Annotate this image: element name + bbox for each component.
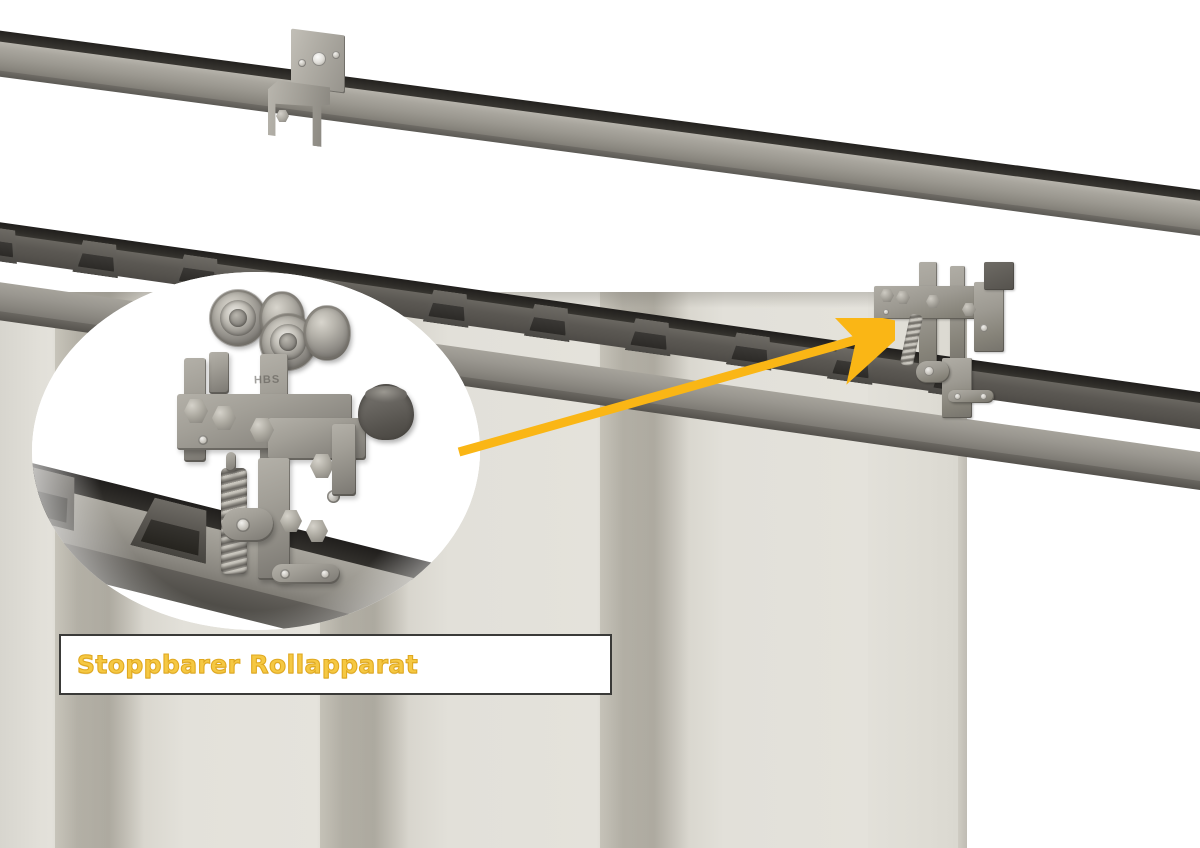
caption-box: Stoppbarer Rollapparat [59,634,612,695]
caption-label: Stoppbarer Rollapparat [76,649,419,679]
carriage-hex-bolt [880,289,894,302]
bracket-hole-center [312,52,326,66]
carriage-pivot-hole [954,393,961,400]
carriage-hex-bolt [926,295,940,308]
panel-right-edge [958,292,967,848]
rail-tab [524,303,574,342]
rail-tab [625,317,675,356]
upper-rail-side-face [0,39,1200,234]
carriage-end-plate [974,282,1004,352]
carriage-block [984,262,1014,290]
rail-tab [827,346,877,385]
bracket-hole-right [332,51,340,59]
bracket-hex-bolt [276,110,289,122]
bracket-saddle-clamp [268,78,330,148]
rail-tab [726,332,776,371]
carriage-pivot-hole [980,393,987,400]
carriage-axle-hole [924,366,934,376]
roller-carriage-assembly [872,262,1037,427]
bracket-hole-left [298,59,306,67]
upper-rail-bottom-lip [0,68,1200,239]
carriage-hole [883,309,889,315]
callout-content-clip: HBS [32,272,480,630]
ceiling-mount-bracket [262,28,350,162]
carriage-hole [980,324,988,332]
callout-edge-vignette [32,272,480,630]
upper-support-rail [0,0,1200,252]
magnified-detail-circle: HBS [32,272,480,630]
carriage-hex-bolt [896,291,910,304]
carriage-hex-bolt [962,303,976,316]
